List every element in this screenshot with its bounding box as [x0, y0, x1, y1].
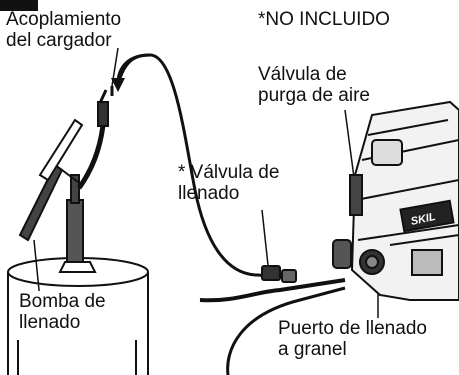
- figure-tab-marker: [0, 0, 38, 11]
- coupling-arrow: [111, 53, 151, 92]
- fill-pump: [18, 89, 109, 273]
- bulk-fill-port-label: Puerto de llenado a granel: [278, 318, 427, 360]
- air-bleed-valve-label: Válvula de purga de aire: [258, 64, 370, 106]
- grease-gun-device: [332, 100, 459, 301]
- brand-logo: SKIL: [410, 211, 437, 228]
- fill-valve-fitting: [261, 265, 297, 283]
- fill-valve-label: * Válvula de llenado: [178, 162, 280, 204]
- not-included-note: *NO INCLUIDO: [258, 9, 390, 30]
- fill-pump-label: Bomba de llenado: [19, 291, 106, 333]
- charger-coupling-label: Acoplamiento del cargador: [6, 9, 122, 51]
